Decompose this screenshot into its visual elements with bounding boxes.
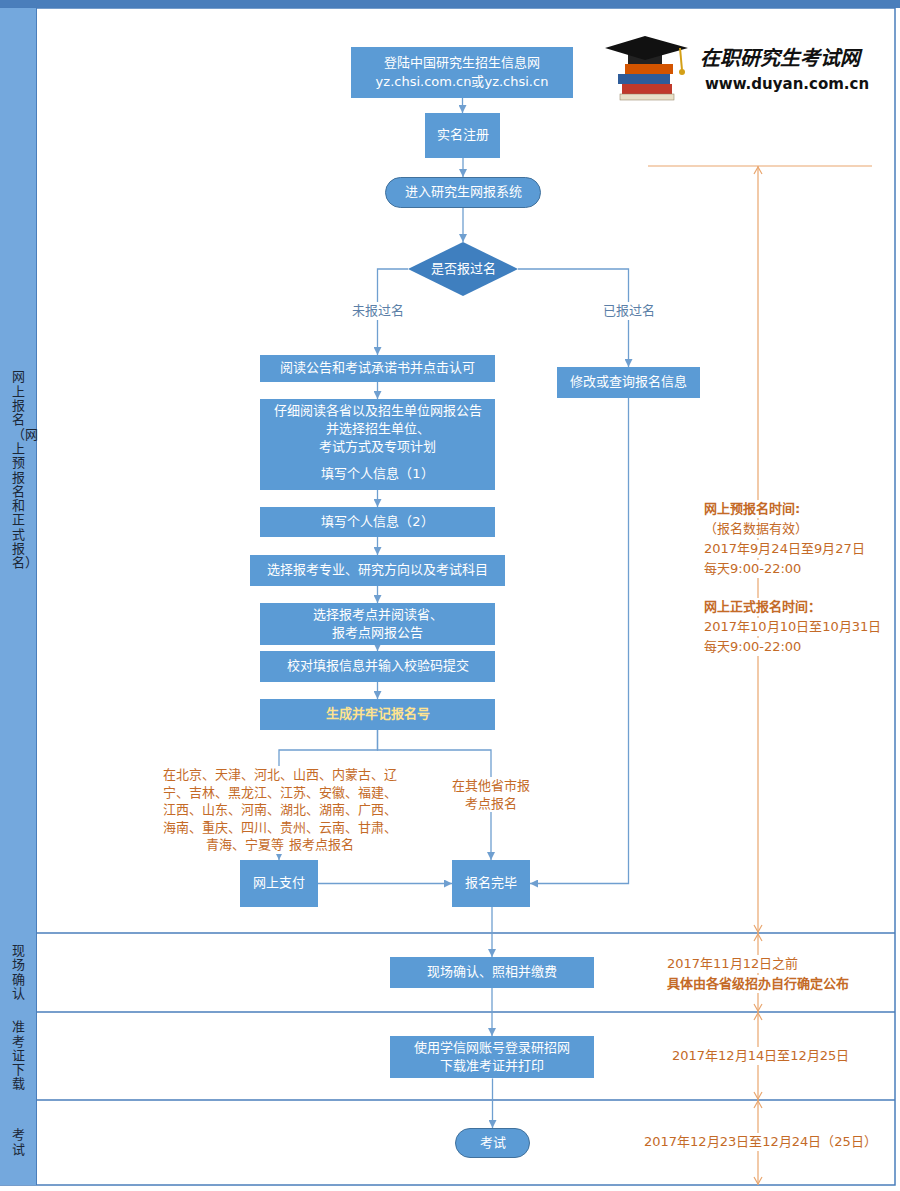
- logo-text: www.duyan.com.cn: [703, 74, 871, 95]
- node-text: 填写个人信息（1）: [321, 465, 433, 483]
- flow-arrow: [377, 586, 378, 603]
- flow-arrow: [491, 988, 492, 1036]
- lane-title: 网上报名（网上预报名和正式报名）: [12, 370, 25, 570]
- node-text: 网上支付: [253, 874, 305, 892]
- flow-arrow: [530, 398, 629, 884]
- process-box: 修改或查询报名信息: [557, 367, 700, 398]
- node-text: 修改或查询报名信息: [570, 373, 687, 391]
- process-box: 填写个人信息（2）: [260, 507, 495, 537]
- time-note: 具体由各省级招办自行确定公布: [665, 975, 851, 993]
- flow-arrow: [491, 907, 492, 957]
- edge-label: 在其他省市报 考点报名: [447, 777, 535, 812]
- lane-header: 现场确认: [0, 933, 37, 1012]
- process-box: 阅读公告和考试承诺书并点击认可: [260, 355, 495, 382]
- lane-title: 考试: [12, 1128, 25, 1157]
- process-box: 报名完毕: [452, 860, 530, 907]
- process-box: 选择报考专业、研究方向以及考试科目: [250, 555, 505, 586]
- node-text: 使用学信网账号登录研招网 下载准考证并打印: [398, 1039, 586, 1075]
- time-note: （报名数据有效）: [702, 520, 810, 538]
- time-note: 网上正式报名时间：: [702, 598, 823, 616]
- lane-title: 准考证下载: [12, 1020, 25, 1091]
- node-text: 填写个人信息（2）: [321, 513, 433, 531]
- time-note: 2017年12月14日至12月25日: [670, 1047, 851, 1065]
- edge-label: 在北京、天津、河北、山西、内蒙古、辽宁、吉林、黑龙江、江苏、安徽、福建、江西、山…: [160, 766, 400, 854]
- node-text: 生成并牢记报名号: [326, 705, 430, 723]
- time-note: 2017年12月23日至12月24日（25日）: [642, 1133, 879, 1151]
- lane-title: 现场确认: [12, 944, 25, 1001]
- lane-divider: [0, 1011, 895, 1013]
- terminal-pill: 进入研究生网报系统: [385, 177, 541, 208]
- timeline: [648, 166, 872, 1185]
- process-box: 填写个人信息（1）: [260, 459, 495, 490]
- node-text: 考试: [480, 1134, 506, 1152]
- process-box: 使用学信网账号登录研招网 下载准考证并打印: [390, 1036, 594, 1078]
- flow-arrow: [462, 208, 463, 242]
- time-note: 网上预报名时间:: [702, 500, 802, 518]
- flow-arrow: [377, 382, 378, 399]
- outer-frame: [1, 8, 896, 1185]
- lane-header: 考试: [0, 1100, 37, 1185]
- node-text: 选择报考点并阅读省、报考点网报公告: [268, 606, 487, 642]
- flow-arrow: [377, 682, 378, 699]
- node-text: 阅读公告和考试承诺书并点击认可: [280, 359, 475, 377]
- flow-arrow: [462, 98, 463, 113]
- flow-arrow: [318, 883, 452, 884]
- process-box: 实名注册: [425, 113, 500, 158]
- process-box: 仔细阅读各省以及招生单位网报公告 并选择招生单位、考试方式及专项计划: [260, 399, 495, 460]
- node-text: 现场确认、照相并缴费: [427, 963, 557, 981]
- node-text: 报名完毕: [465, 874, 517, 892]
- node-text: 校对填报信息并输入校验码提交: [287, 657, 469, 675]
- time-note: 每天9:00-22:00: [702, 560, 803, 578]
- logo-icon: [605, 36, 688, 100]
- flow-arrow: [377, 537, 378, 555]
- terminal-pill: 考试: [455, 1128, 530, 1158]
- process-box: 选择报考点并阅读省、报考点网报公告: [260, 603, 495, 645]
- node-text: 进入研究生网报系统: [405, 183, 522, 201]
- time-note: 2017年9月24日至9月27日: [702, 540, 867, 558]
- lane-header: 网上报名（网上预报名和正式报名）: [0, 8, 37, 933]
- flow-arrow: [377, 490, 378, 507]
- node-text: 选择报考专业、研究方向以及考试科目: [267, 561, 488, 579]
- node-text: 登陆中国研究生招生信息网 yz.chsi.com.cn或yz.chsi.cn: [359, 54, 565, 90]
- time-note: 2017年11月12日之前: [665, 955, 800, 973]
- node-text: 是否报过名: [431, 260, 496, 278]
- flow-arrow: [492, 1078, 493, 1128]
- edge-label: 未报过名: [347, 302, 409, 320]
- logo-text: 在职研究生考试网: [698, 44, 862, 72]
- lane-header: 准考证下载: [0, 1012, 37, 1100]
- lane-divider: [0, 1099, 895, 1101]
- process-box: 登陆中国研究生招生信息网 yz.chsi.com.cn或yz.chsi.cn: [351, 47, 573, 98]
- process-box: 校对填报信息并输入校验码提交: [260, 651, 495, 682]
- node-text: 实名注册: [437, 126, 489, 144]
- node-text: 仔细阅读各省以及招生单位网报公告 并选择招生单位、考试方式及专项计划: [268, 402, 487, 457]
- time-note: 每天9:00-22:00: [702, 638, 803, 656]
- process-box: 现场确认、照相并缴费: [390, 957, 594, 988]
- edge-label: 已报过名: [598, 302, 660, 320]
- lane-divider: [0, 932, 895, 934]
- flow-arrow: [462, 158, 463, 177]
- top-bar: [0, 0, 900, 8]
- process-box: 生成并牢记报名号: [260, 699, 495, 730]
- time-note: 2017年10月10日至10月31日: [702, 618, 883, 636]
- decision-diamond: 是否报过名: [408, 242, 518, 296]
- process-box: 网上支付: [240, 860, 318, 907]
